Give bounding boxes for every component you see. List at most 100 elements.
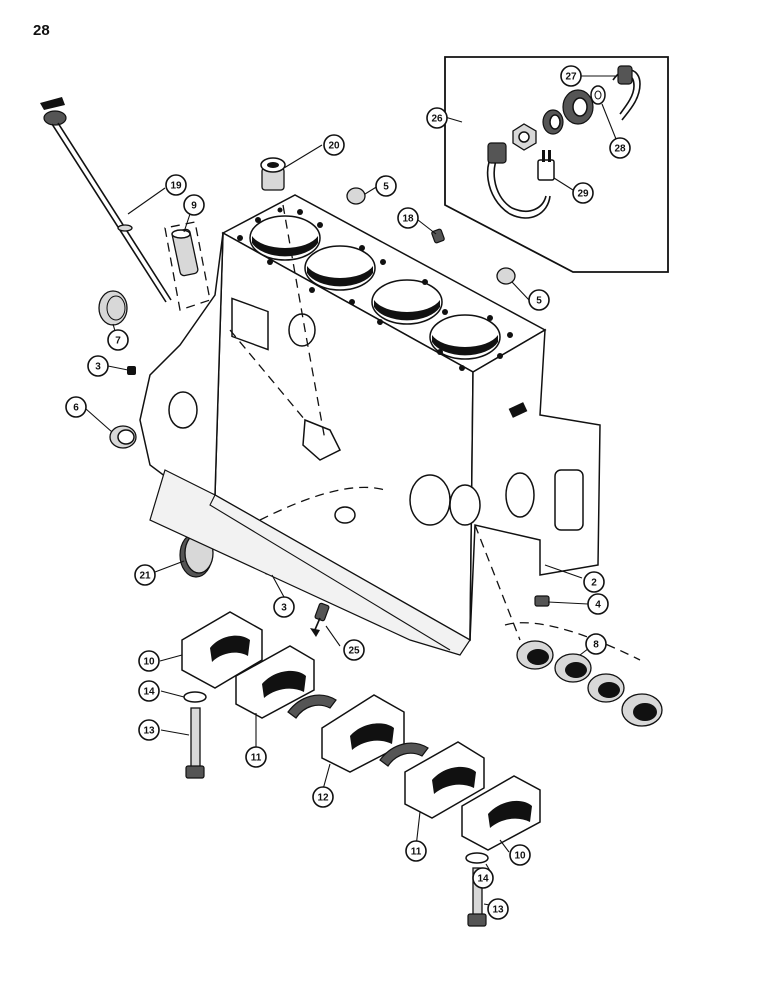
callout-circle bbox=[583, 571, 605, 593]
expansion-plug-6 bbox=[109, 425, 137, 449]
bearing-cap-10-lower bbox=[461, 775, 541, 851]
callout-4: 4 bbox=[587, 593, 609, 615]
bearing-cap-11-lower bbox=[404, 741, 485, 819]
callout-circle bbox=[87, 355, 109, 377]
callout-circle bbox=[397, 207, 419, 229]
callout-11: 11 bbox=[245, 746, 267, 768]
bearing-cap-10-upper bbox=[181, 611, 263, 689]
callout-circle bbox=[323, 134, 345, 156]
callout-number: 12 bbox=[317, 793, 329, 804]
callout-circle bbox=[343, 639, 365, 661]
callout-number: 11 bbox=[251, 753, 262, 764]
callout-number: 3 bbox=[281, 603, 287, 614]
callout-number: 21 bbox=[139, 571, 151, 582]
expansion-plug-5-lower bbox=[496, 267, 516, 285]
bolt-13-right bbox=[465, 852, 489, 927]
callout-6: 6 bbox=[65, 396, 87, 418]
callout-circle bbox=[183, 194, 205, 216]
callout-14: 14 bbox=[138, 680, 160, 702]
callout-number: 14 bbox=[477, 874, 489, 885]
callout-circle bbox=[273, 596, 295, 618]
callout-number: 10 bbox=[514, 851, 526, 862]
callout-18: 18 bbox=[397, 207, 419, 229]
callout-circle bbox=[165, 174, 187, 196]
callout-21: 21 bbox=[134, 564, 156, 586]
dipstick bbox=[40, 97, 172, 303]
callout-circle bbox=[472, 867, 494, 889]
callout-13: 13 bbox=[487, 898, 509, 920]
callout-circle bbox=[587, 593, 609, 615]
callout-circle bbox=[405, 840, 427, 862]
callout-27: 27 bbox=[560, 65, 582, 87]
expansion-plug-7 bbox=[98, 290, 128, 326]
callout-number: 3 bbox=[95, 362, 101, 373]
leader-lines bbox=[85, 75, 619, 907]
bolt-13-left bbox=[183, 691, 207, 779]
callout-number: 26 bbox=[431, 114, 443, 125]
callout-circle bbox=[138, 650, 160, 672]
callout-number: 6 bbox=[73, 403, 79, 414]
bearing-cap-11-upper bbox=[235, 645, 315, 719]
callout-7: 7 bbox=[107, 329, 129, 351]
callout-number: 5 bbox=[383, 182, 389, 193]
callout-13: 13 bbox=[138, 719, 160, 741]
callout-number: 4 bbox=[595, 600, 601, 611]
callout-number: 13 bbox=[143, 726, 155, 737]
callout-number: 29 bbox=[577, 189, 589, 200]
callout-circle bbox=[487, 898, 509, 920]
callout-circle bbox=[560, 65, 582, 87]
callout-5: 5 bbox=[375, 175, 397, 197]
callout-number: 20 bbox=[328, 141, 340, 152]
callout-28: 28 bbox=[609, 137, 631, 159]
callout-circle bbox=[245, 746, 267, 768]
callout-circle bbox=[585, 633, 607, 655]
callout-circle bbox=[426, 107, 448, 129]
oil-filler-20 bbox=[260, 157, 286, 191]
callout-2: 2 bbox=[583, 571, 605, 593]
callout-5: 5 bbox=[528, 289, 550, 311]
callout-29: 29 bbox=[572, 182, 594, 204]
callout-circle bbox=[609, 137, 631, 159]
dipstick-tube bbox=[164, 221, 211, 311]
callout-number: 28 bbox=[614, 144, 626, 155]
callout-8: 8 bbox=[585, 633, 607, 655]
pipe-plug-18 bbox=[431, 228, 445, 244]
callout-number: 27 bbox=[565, 72, 577, 83]
bearing-cap-12-center bbox=[287, 694, 429, 773]
oil-pressure-sender-25 bbox=[310, 602, 330, 637]
callout-14: 14 bbox=[472, 867, 494, 889]
callout-11: 11 bbox=[405, 840, 427, 862]
callout-labels: 2 3 3 4 5 5 6 7 8 9 10 10 11 11 12 13 13 14 14 18 19 20 21 25 26… bbox=[65, 65, 631, 920]
callout-number: 8 bbox=[593, 640, 599, 651]
callout-circle bbox=[572, 182, 594, 204]
callout-number: 2 bbox=[591, 578, 597, 589]
camshaft-bearings bbox=[474, 524, 663, 727]
callout-number: 10 bbox=[143, 657, 155, 668]
heater-inset-box bbox=[444, 56, 669, 273]
callout-circle bbox=[312, 786, 334, 808]
cylinder-block bbox=[139, 194, 601, 656]
callout-number: 11 bbox=[411, 847, 422, 858]
callout-10: 10 bbox=[138, 650, 160, 672]
expansion-plug-5-upper bbox=[346, 187, 366, 205]
callout-number: 18 bbox=[402, 214, 414, 225]
callout-number: 19 bbox=[170, 181, 182, 192]
pipe-plug-4 bbox=[534, 595, 550, 607]
callout-number: 9 bbox=[191, 201, 197, 212]
callout-19: 19 bbox=[165, 174, 187, 196]
callout-circle bbox=[138, 719, 160, 741]
callout-circle bbox=[107, 329, 129, 351]
callout-9: 9 bbox=[183, 194, 205, 216]
callout-10: 10 bbox=[509, 844, 531, 866]
callout-12: 12 bbox=[312, 786, 334, 808]
callout-number: 14 bbox=[143, 687, 155, 698]
callout-circle bbox=[138, 680, 160, 702]
callout-25: 25 bbox=[343, 639, 365, 661]
callout-number: 7 bbox=[115, 336, 121, 347]
callout-26: 26 bbox=[426, 107, 448, 129]
page-number: 28 bbox=[33, 22, 50, 39]
callout-number: 13 bbox=[492, 905, 504, 916]
callout-circle bbox=[134, 564, 156, 586]
callout-number: 5 bbox=[536, 296, 542, 307]
